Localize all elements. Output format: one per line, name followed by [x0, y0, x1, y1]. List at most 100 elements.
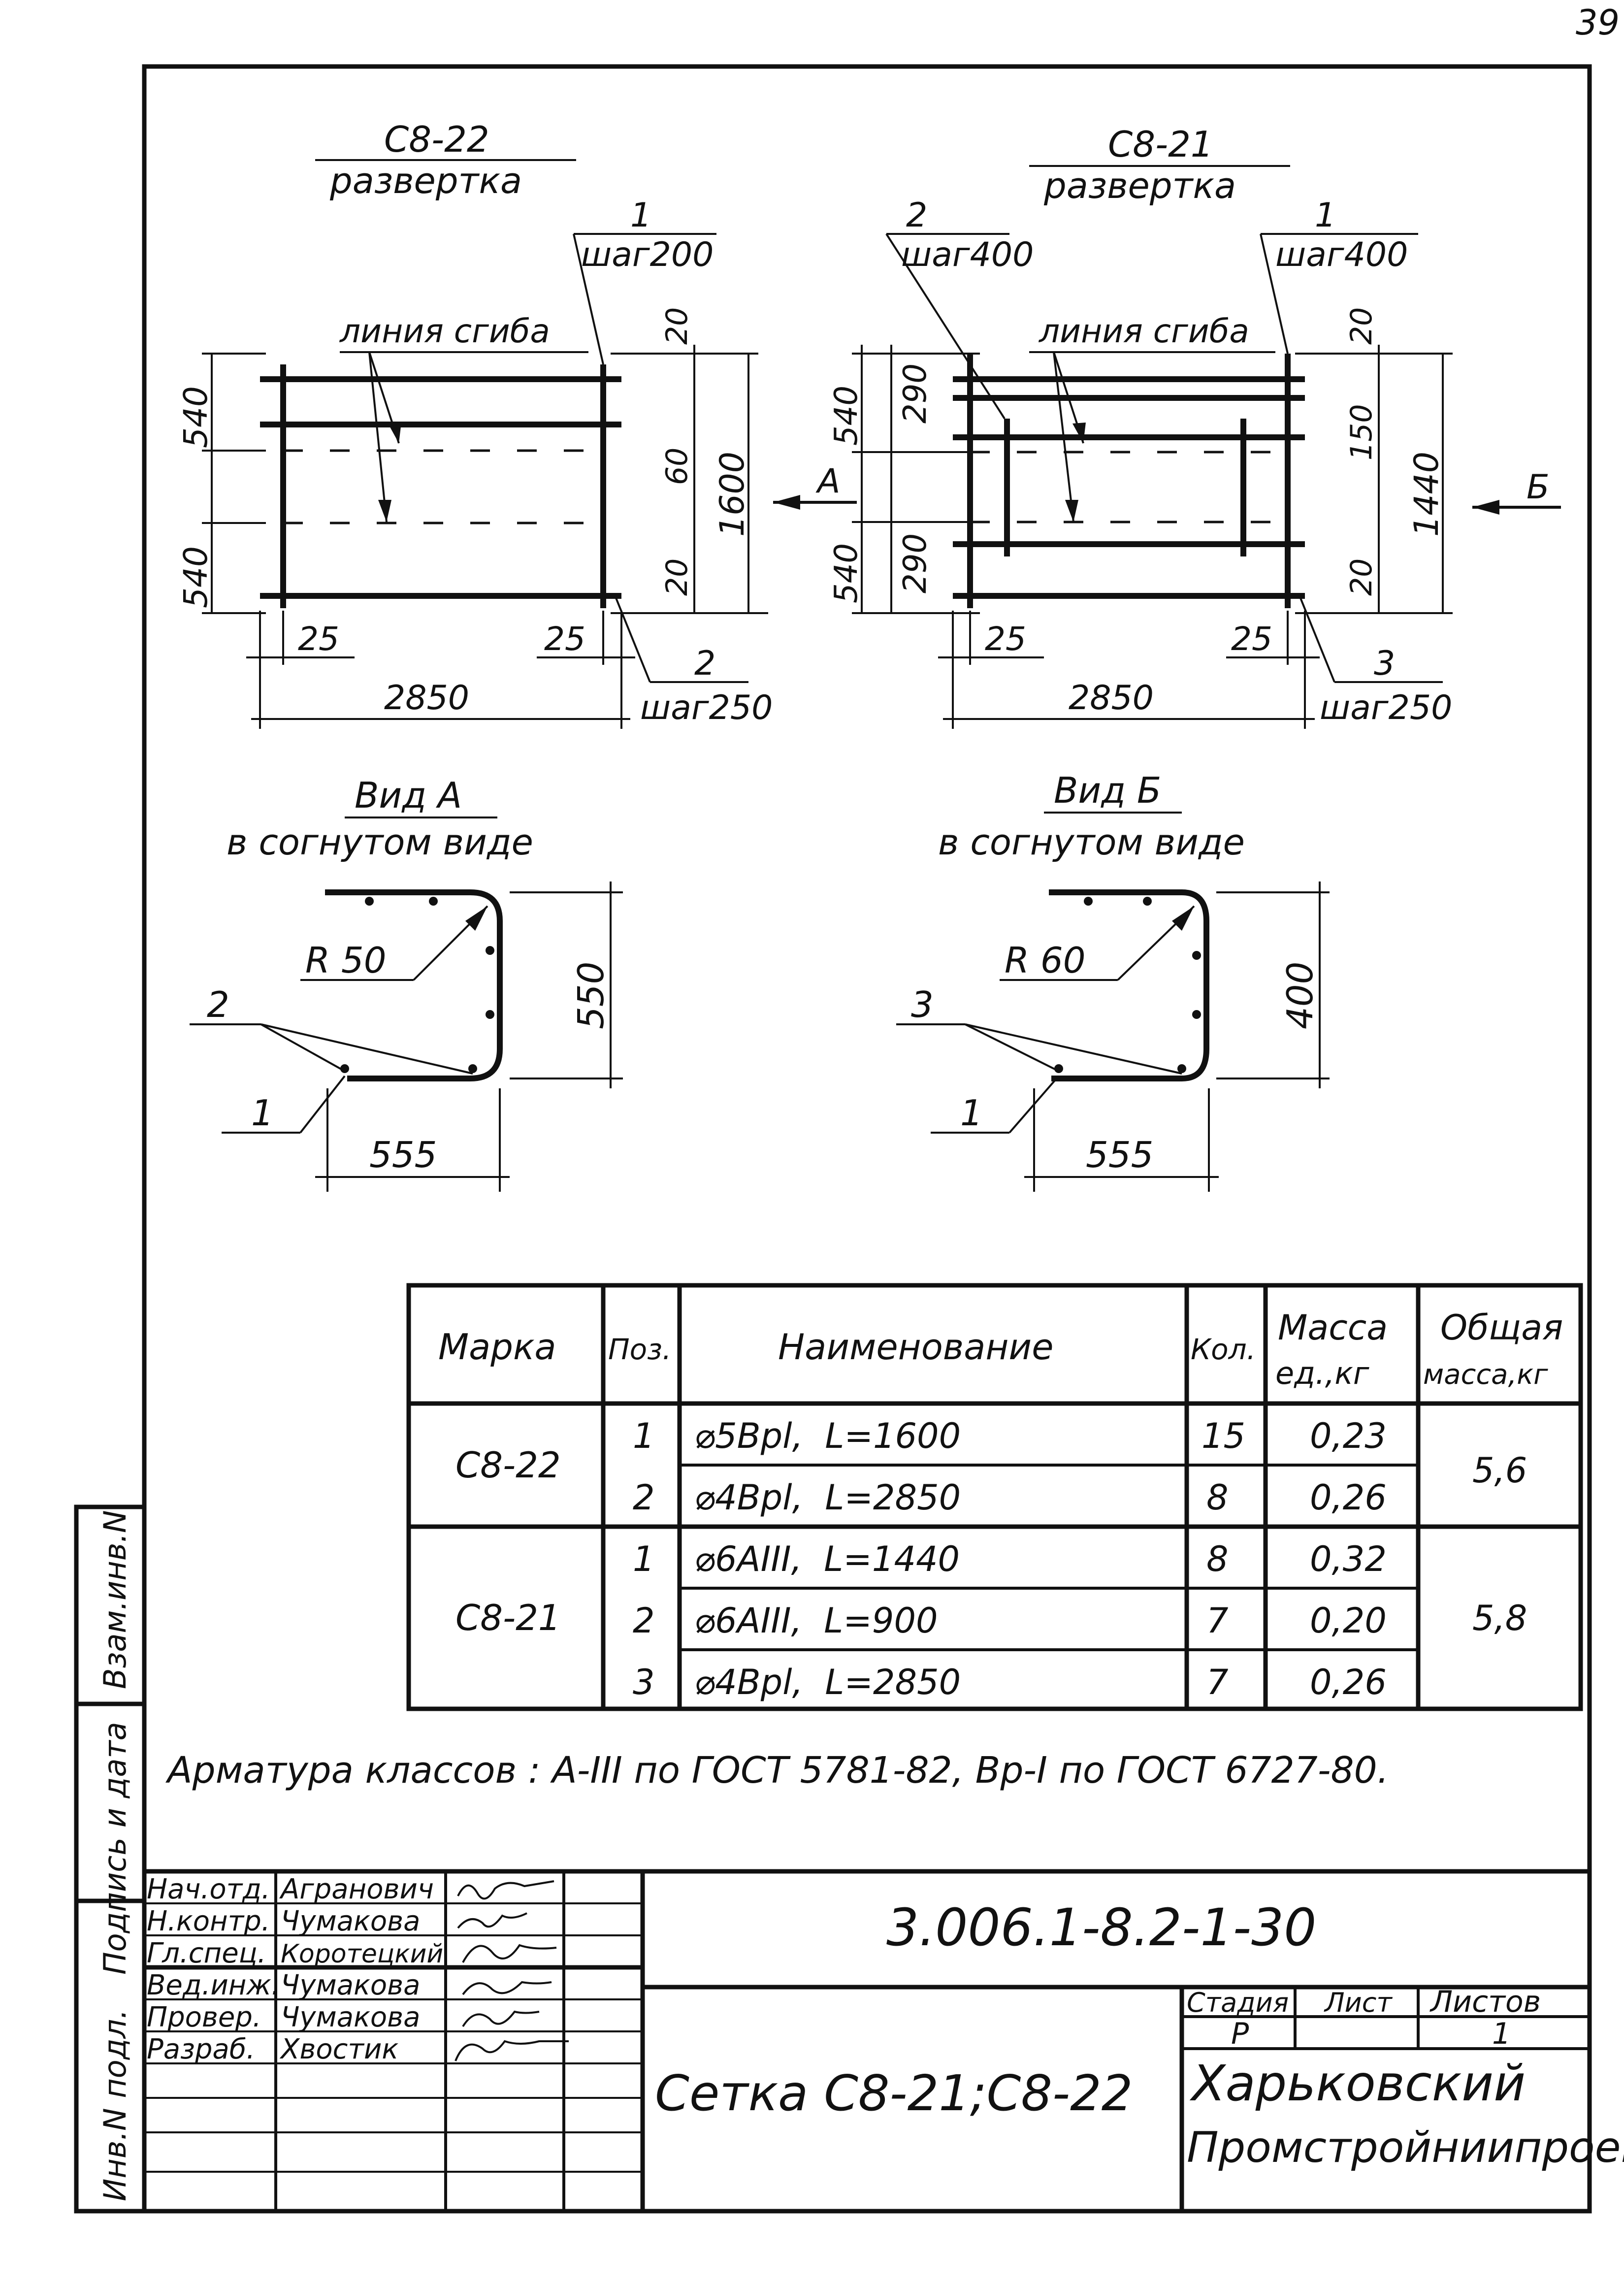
dev1-callout-top-step: шаг200 [581, 235, 714, 274]
g2r1-pos: 1 [633, 1539, 655, 1579]
strip-vzam-inv: Взам.инв.N [97, 1510, 133, 1689]
th-name: Наименование [778, 1326, 1054, 1368]
group2-total: 5,8 [1472, 1598, 1527, 1638]
sig6-role: Разраб. [147, 2033, 255, 2065]
dev1-dim-edge-right: 25 [544, 620, 585, 658]
g1r1-mass: 0,23 [1310, 1416, 1387, 1456]
dev2-dim-total: 1440 [1407, 452, 1446, 537]
dev1-mark: С8-22 [384, 119, 489, 160]
stage-label: Стадия [1187, 1987, 1289, 2018]
strip-podpis-data: Подпись и дата [97, 1722, 133, 1975]
view-a-title: Вид А [355, 775, 462, 816]
view-b: Вид Б в согнутом виде R 60 400 555 3 1 [896, 770, 1330, 1192]
sig2-role: Н.контр. [147, 1905, 270, 1937]
sig1-role: Нач.отд. [147, 1873, 270, 1905]
page-number: 39 [1576, 2, 1620, 43]
view-a-pos-lower: 1 [251, 1092, 274, 1134]
dev1-dim-right-top: 20 [660, 307, 694, 345]
dev1-dim-right-mid: 60 [660, 448, 694, 485]
dev2-callout-bot-pos: 3 [1374, 644, 1395, 683]
view-b-title: Вид Б [1054, 770, 1161, 811]
dev2-dim-edge-left: 25 [985, 620, 1026, 658]
sheet-title: Сетка С8-21;С8-22 [655, 2064, 1133, 2122]
th-mass-total-2: масса,кг [1423, 1359, 1548, 1391]
g2r3-qty: 7 [1206, 1662, 1229, 1702]
dev1-callout-top-pos: 1 [630, 196, 651, 235]
view-b-radius: R 60 [1005, 940, 1086, 981]
th-qty: Кол. [1191, 1333, 1256, 1366]
group2-mark: С8-21 [455, 1597, 561, 1638]
g2r1-mass: 0,32 [1310, 1539, 1387, 1579]
dev2-callout-left-step: шаг400 [901, 235, 1034, 274]
sheets-label: Листов [1429, 1985, 1541, 2019]
g2r3-pos: 3 [633, 1662, 655, 1702]
th-mass-unit-1: Масса [1278, 1307, 1388, 1348]
th-mass-unit-2: ед.,кг [1275, 1355, 1369, 1391]
signature-scribbles [455, 1880, 569, 2061]
dev2-dim-length: 2850 [1069, 679, 1154, 718]
organization-line-2: Промстройниипроект [1187, 2123, 1624, 2172]
sig4-role: Вед.инж. [147, 1969, 280, 2001]
dev1-dim-right-bot: 20 [660, 558, 694, 596]
dev2-dim-right-mid: 150 [1344, 404, 1379, 460]
sig3-role: Гл.спец. [147, 1937, 266, 1969]
view-a-subtitle: в согнутом виде [227, 821, 533, 863]
g1r2-mass: 0,26 [1310, 1477, 1387, 1518]
view-a-radius: R 50 [305, 940, 387, 981]
sig6-name: Хвостик [279, 2033, 398, 2065]
th-mark: Марка [438, 1326, 556, 1368]
g2r3-name: ⌀4Врl, L=2850 [694, 1662, 961, 1702]
drawing-frame [142, 64, 1592, 2214]
group1-total: 5,6 [1472, 1450, 1527, 1491]
left-binding-strip: Инв.N подл. Подпись и дата Взам.инв.N [74, 1504, 147, 2214]
g1r2-pos: 2 [633, 1477, 655, 1518]
g2r3-mass: 0,26 [1310, 1662, 1387, 1702]
dev1-bend-label: линия сгиба [339, 312, 550, 350]
dev2-mark: С8-21 [1108, 124, 1213, 165]
stage-value: Р [1231, 2017, 1249, 2051]
dev2-callout-bot-step: шаг250 [1320, 688, 1452, 727]
dev1-dim-edge-left: 25 [298, 620, 339, 658]
dev2-dim-left-top: 540 [828, 386, 865, 446]
view-a: Вид А в согнутом виде R 50 550 555 2 1 [190, 775, 623, 1192]
view-b-pos-upper: 3 [911, 984, 934, 1025]
view-b-subtitle: в согнутом виде [938, 821, 1245, 863]
g2r2-qty: 7 [1206, 1600, 1229, 1641]
dev2-caption: развертка [1043, 165, 1236, 206]
sig1-name: Агранович [279, 1873, 434, 1905]
dev1-dim-left-top: 540 [177, 386, 215, 448]
sig2-name: Чумакова [281, 1905, 421, 1937]
title-block: Нач.отд. Агранович Н.контр. Чумакова Гл.… [144, 1869, 1624, 2211]
dev1-dim-total: 1600 [713, 452, 752, 537]
sheet-label: Лист [1324, 1987, 1393, 2018]
g1r1-pos: 1 [633, 1416, 655, 1456]
dev2-dim-left-bot-inner: 290 [897, 533, 934, 593]
view-b-pos-lower: 1 [960, 1092, 983, 1134]
development-c8-22: С8-22 развертка линия сгиба 1 шаг200 2 ш… [177, 119, 857, 729]
sig4-name: Чумакова [281, 1969, 421, 2001]
dev2-bend-label: линия сгиба [1038, 312, 1249, 350]
view-a-width: 555 [369, 1134, 437, 1176]
g1r1-qty: 15 [1202, 1416, 1245, 1456]
organization-line-1: Харьковский [1189, 2055, 1526, 2112]
dev1-dim-left-bot: 540 [177, 546, 215, 608]
dev1-caption: развертка [329, 160, 522, 201]
g1r2-qty: 8 [1206, 1477, 1229, 1518]
dev1-dim-length: 2850 [384, 679, 469, 718]
g2r2-name: ⌀6AIII, L=900 [694, 1600, 938, 1641]
sig3-name: Коротецкий [281, 1939, 443, 1969]
dev2-view-arrow: Б [1527, 468, 1550, 507]
dev2-dim-right-top: 20 [1344, 307, 1379, 345]
g1r2-name: ⌀4Врl, L=2850 [694, 1477, 961, 1518]
sig5-name: Чумакова [281, 2001, 421, 2033]
dev1-view-arrow: А [815, 462, 841, 501]
dev2-dim-edge-right: 25 [1231, 620, 1272, 658]
dev1-callout-bot-pos: 2 [694, 644, 715, 683]
view-b-height: 400 [1279, 962, 1321, 1029]
g2r2-mass: 0,20 [1310, 1600, 1387, 1641]
dev2-dim-left-top-inner: 290 [897, 363, 934, 424]
strip-inv-podl: Инв.N подл. [97, 2009, 133, 2201]
dev2-callout-top-step: шаг400 [1275, 235, 1408, 274]
th-pos: Поз. [608, 1333, 671, 1366]
